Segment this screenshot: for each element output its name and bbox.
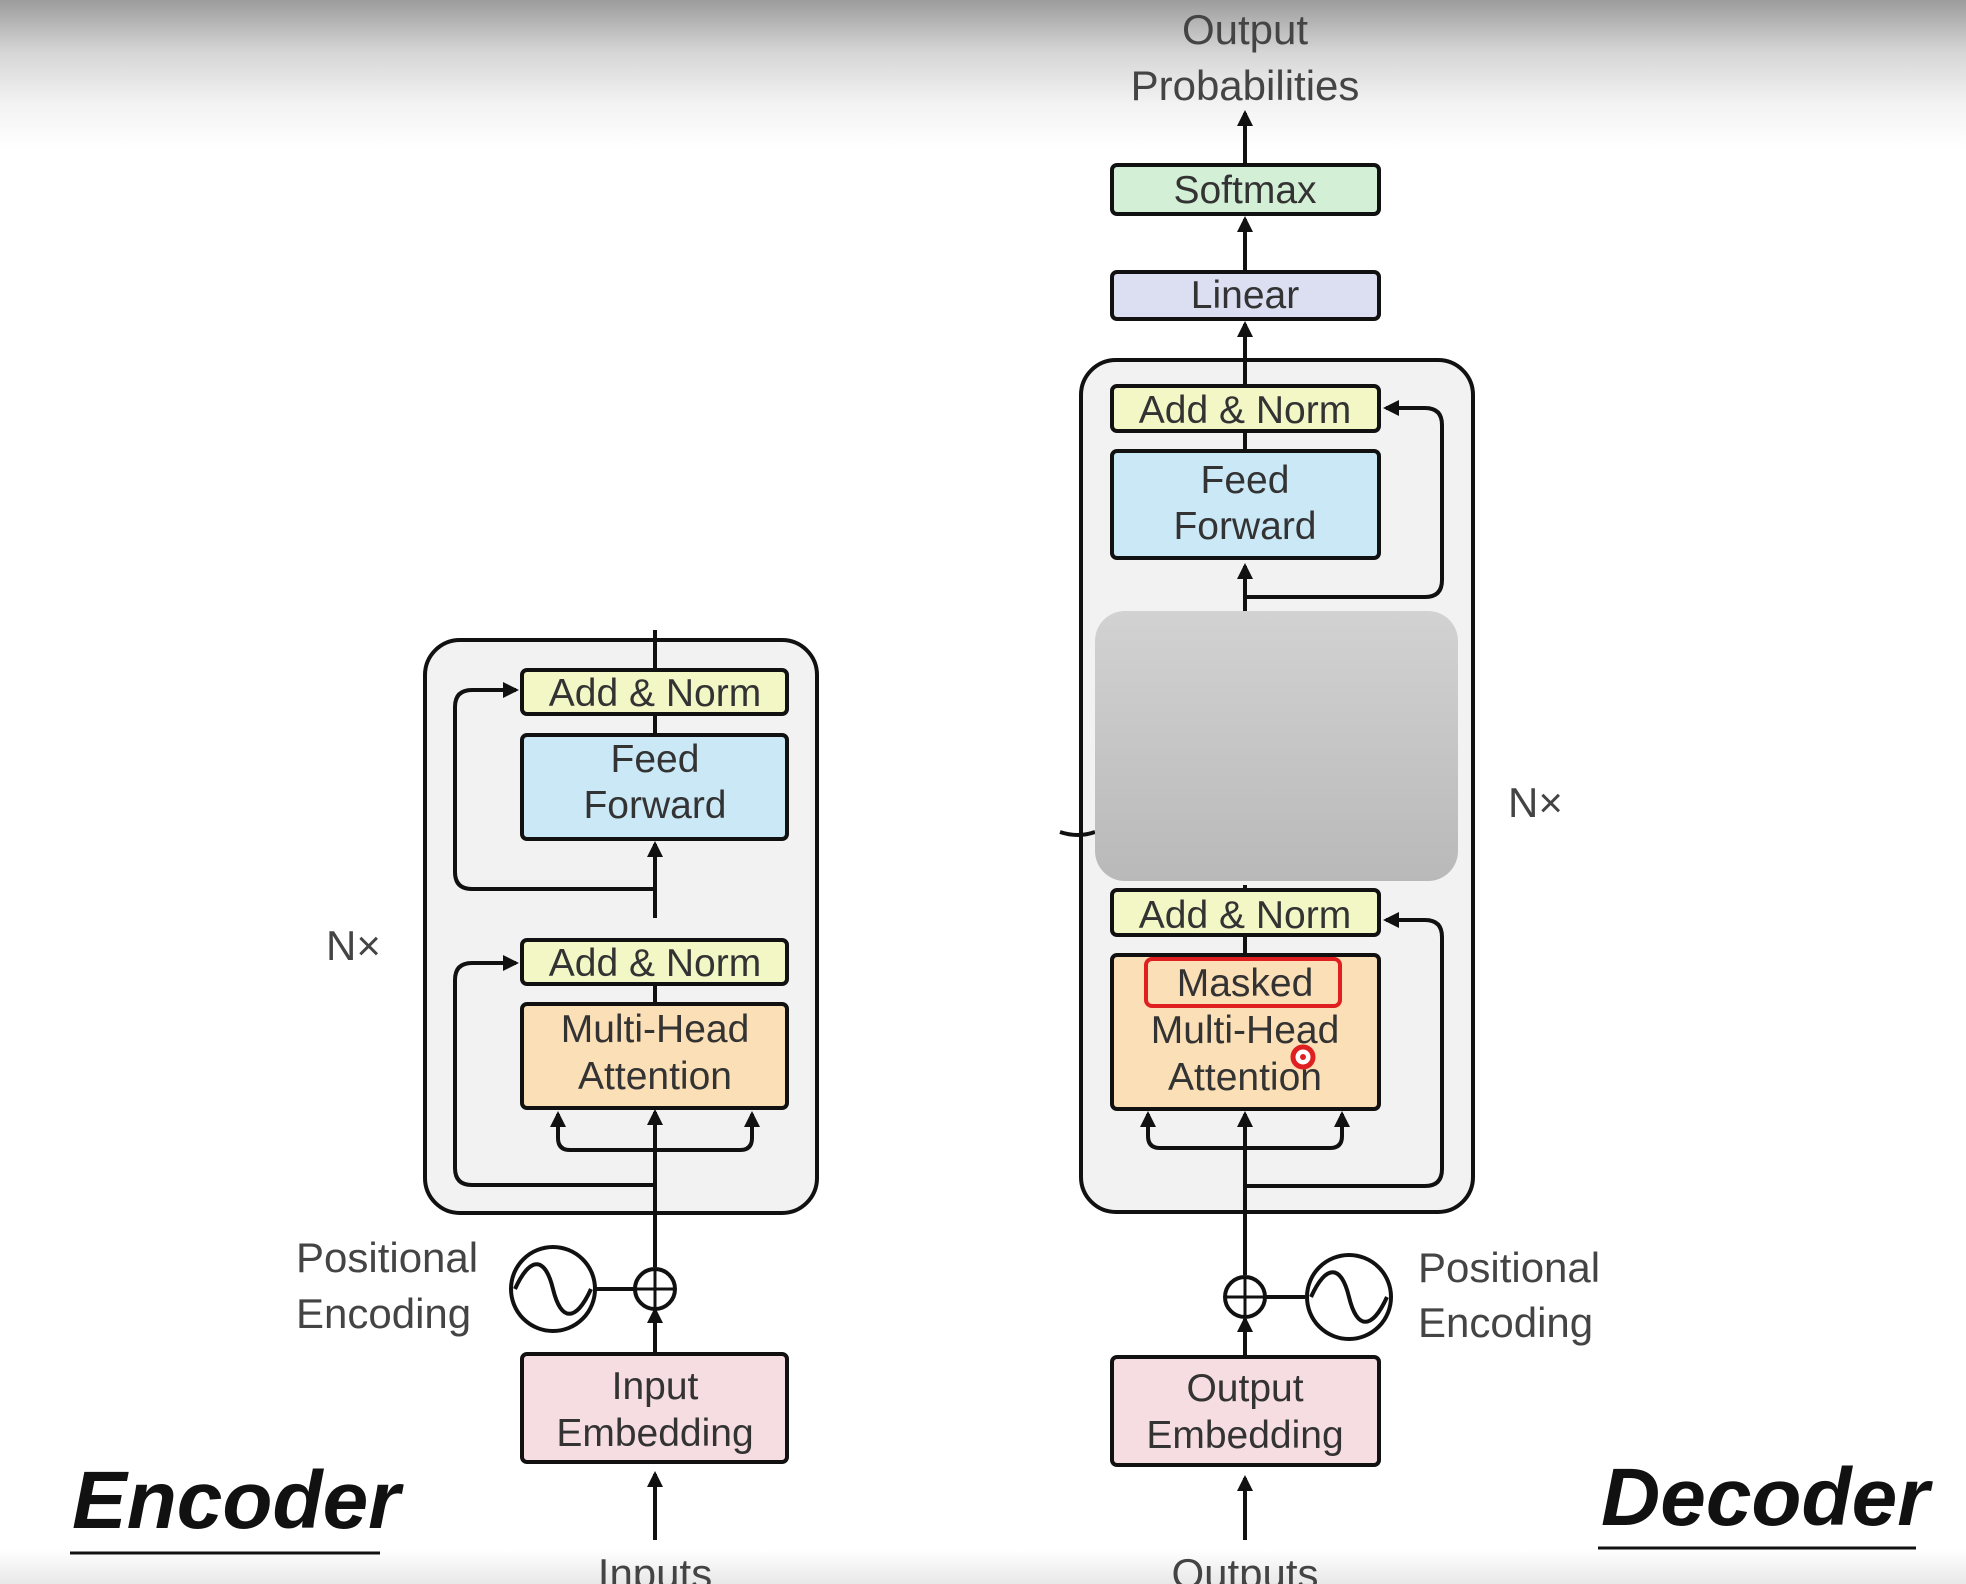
encoder: Add & Norm Feed Forward Add & Norm Multi… [296,630,819,1584]
decoder-positional-label-1: Positional [1418,1244,1600,1291]
decoder-add-norm-bottom-label: Add & Norm [1139,894,1351,937]
encoder-feed-forward [520,733,789,841]
decoder-repeat-label: N× [1508,779,1563,826]
encoder-title: Encoder [72,1455,404,1546]
decoder-masked-label: Masked [1177,962,1314,1005]
decoder-occluded-region [1095,611,1458,881]
decoder-feed-forward-label-2: Forward [1173,505,1316,548]
encoder-attention-label-1: Multi-Head [561,1008,750,1051]
encoder-add-norm-top [520,668,789,716]
encoder-repeat-label: N× [326,922,381,969]
decoder-title: Decoder [1601,1452,1933,1543]
decoder-attention-label-1: Multi-Head [1151,1009,1340,1052]
decoder-embedding-label-1: Output [1186,1367,1303,1410]
top-shade [0,0,1966,150]
encoder-positional-label-1: Positional [296,1234,478,1281]
decoder-outputs-label: Outputs [1171,1550,1318,1584]
decoder: Softmax Linear Add & Norm Feed Forward N… [1059,6,1600,1584]
encoder-embedding-label-2: Embedding [556,1412,753,1455]
decoder-add-norm-top [1110,384,1381,433]
encoder-add-norm-bottom [520,938,789,986]
decoder-softmax [1110,163,1381,216]
decoder-linear [1110,270,1381,321]
decoder-output-embedding [1110,1355,1381,1467]
bottom-shade [0,1550,1966,1584]
encoder-add-norm-bottom-label: Add & Norm [549,942,761,985]
encoder-layer-frame [423,638,819,1215]
decoder-feed-forward-label-1: Feed [1201,459,1290,502]
encoder-feed-forward-label-1: Feed [611,738,700,781]
decoder-add-norm-bottom [1110,888,1381,937]
encoder-positional-label-2: Encoding [296,1290,471,1337]
output-probabilities-label-2: Probabilities [1131,62,1360,109]
decoder-masked-multi-head-attention [1110,953,1381,1111]
encoder-add-norm-top-label: Add & Norm [549,672,761,715]
decoder-embedding-label-2: Embedding [1146,1414,1343,1457]
encoder-feed-forward-label-2: Forward [583,784,726,827]
output-probabilities-label-1: Output [1182,6,1308,53]
decoder-positional-label-2: Encoding [1418,1299,1593,1346]
encoder-inputs-label: Inputs [598,1550,712,1584]
decoder-linear-label: Linear [1191,274,1299,317]
decoder-feed-forward [1110,449,1381,560]
decoder-add-norm-top-label: Add & Norm [1139,389,1351,432]
encoder-attention-label-2: Attention [578,1055,732,1098]
encoder-input-embedding [520,1352,789,1464]
decoder-softmax-label: Softmax [1173,169,1317,212]
encoder-multi-head-attention [520,1002,789,1110]
masked-highlight-box [1144,957,1342,1008]
encoder-embedding-label-1: Input [612,1365,699,1408]
